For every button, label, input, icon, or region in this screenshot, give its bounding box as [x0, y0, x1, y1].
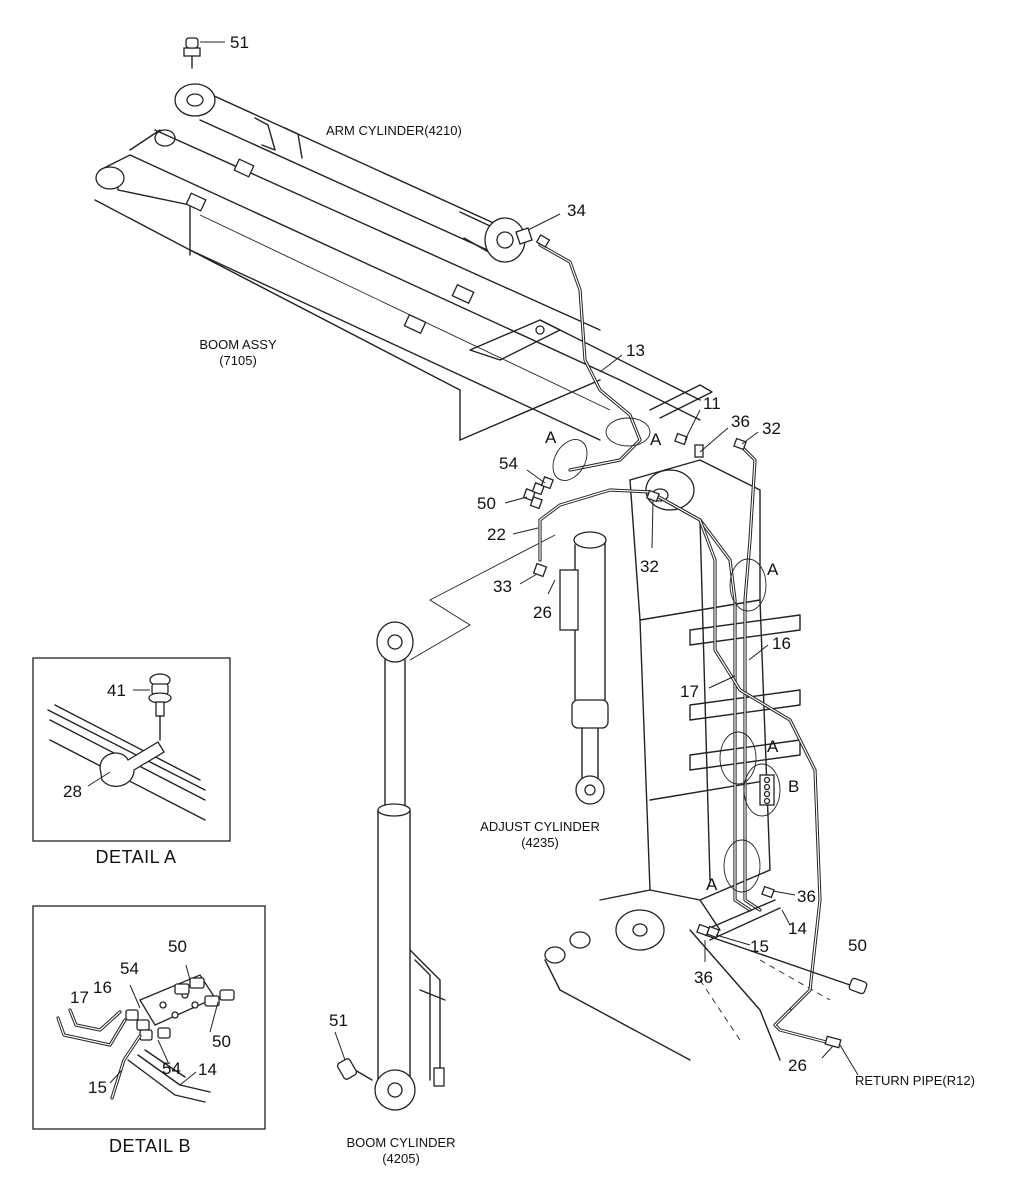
part-number-34: 34 [567, 201, 586, 220]
part-number-51-top: 51 [230, 33, 249, 52]
part-number-28: 28 [63, 782, 82, 801]
label-return-pipe: RETURN PIPE(R12) [855, 1073, 975, 1088]
part-number-50-right: 50 [848, 936, 867, 955]
label-adjust-cylinder: ADJUST CYLINDER [480, 819, 600, 834]
detail-b-box: 50 54 17 16 50 54 14 15 [32, 905, 266, 1130]
part-number-17-detb: 17 [70, 988, 89, 1007]
callout-a-1: A [545, 428, 557, 447]
part-number-14-detb: 14 [198, 1060, 217, 1079]
hose-22 [538, 488, 822, 1012]
part-number-32-mid: 32 [640, 557, 659, 576]
part-number-54-main: 54 [499, 454, 518, 473]
fittings [522, 234, 868, 995]
return-pipe [773, 1008, 842, 1049]
label-adjust-cylinder-code: (4235) [521, 835, 559, 850]
label-arm-cylinder: ARM CYLINDER(4210) [326, 123, 462, 138]
part-number-36-bottom: 36 [694, 968, 713, 987]
part-number-54-detb-top: 54 [120, 959, 139, 978]
part-number-50-detb-top: 50 [168, 937, 187, 956]
part-number-36-top: 36 [731, 412, 750, 431]
grease-fitting-51-top [183, 37, 201, 69]
manifold-block-b [759, 774, 775, 806]
clamp-callouts [552, 417, 781, 893]
label-detail-b: DETAIL B [109, 1136, 191, 1156]
boom-cylinder [336, 621, 446, 1111]
part-number-26-bottom: 26 [788, 1056, 807, 1075]
part-number-32-right: 32 [762, 419, 781, 438]
part-number-41: 41 [107, 681, 126, 700]
adjust-cylinder [559, 531, 609, 805]
part-number-17-main: 17 [680, 682, 699, 701]
label-boom-cylinder-code: (4205) [382, 1151, 420, 1166]
callout-a-3: A [767, 560, 779, 579]
section-connector-line [409, 534, 556, 661]
boom-assy [94, 129, 713, 441]
part-number-15-main: 15 [750, 937, 769, 956]
part-number-50-detb-right: 50 [212, 1032, 231, 1051]
arm-cylinder [174, 83, 533, 263]
boom-base-structure [544, 459, 831, 1061]
callout-a-5: A [706, 875, 718, 894]
part-number-16-main: 16 [772, 634, 791, 653]
hose-16 [738, 443, 762, 912]
label-detail-a: DETAIL A [95, 847, 176, 867]
part-number-15-detb: 15 [88, 1078, 107, 1097]
hose-13 [538, 243, 642, 472]
hose-17 [653, 493, 752, 912]
part-number-54-detb-bottom: 54 [162, 1059, 181, 1078]
part-number-11: 11 [703, 394, 721, 413]
pipe-14-15 [704, 899, 851, 986]
detail-a-box: 41 28 [32, 657, 231, 842]
leader-lines [200, 41, 859, 1076]
callout-a-4: A [767, 737, 779, 756]
part-number-33: 33 [493, 577, 512, 596]
part-number-51-bottom: 51 [329, 1011, 348, 1030]
label-boom-cylinder: BOOM CYLINDER [346, 1135, 455, 1150]
callout-b-1: B [788, 777, 799, 796]
part-number-22: 22 [487, 525, 506, 544]
label-boom-assy: BOOM ASSY [199, 337, 277, 352]
part-number-16-detb: 16 [93, 978, 112, 997]
part-number-50-main: 50 [477, 494, 496, 513]
part-number-26-mid: 26 [533, 603, 552, 622]
label-boom-assy-code: (7105) [219, 353, 257, 368]
part-number-14-main: 14 [788, 919, 807, 938]
part-number-13: 13 [626, 341, 645, 360]
callout-a-2: A [650, 430, 662, 449]
part-number-36-right: 36 [797, 887, 816, 906]
